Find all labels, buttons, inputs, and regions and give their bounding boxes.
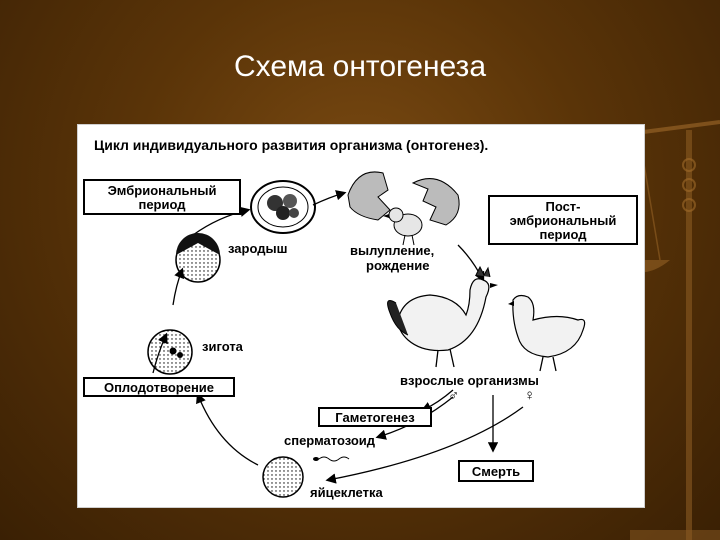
egg-cell-icon	[262, 456, 304, 498]
female-symbol-icon: ♀	[524, 387, 536, 404]
embryonic-period-box: Эмбриональный период	[83, 179, 241, 215]
ontogenesis-diagram-panel: Цикл индивидуального развития организма …	[77, 124, 645, 508]
death-box: Смерть	[458, 460, 534, 482]
label-hatching-line2: рождение	[366, 258, 430, 273]
gametogenesis-box: Гаметогенез	[318, 407, 432, 427]
label-egg-cell: яйцеклетка	[310, 485, 383, 500]
postembryonic-period-line1: Пост-	[545, 199, 581, 214]
fertilization-box: Оплодотворение	[83, 377, 235, 397]
postembryonic-period-box: Пост- эмбриональный период	[488, 195, 638, 245]
postembryonic-period-line2: эмбриональный	[509, 213, 617, 228]
embryonic-period-line2: период	[138, 197, 186, 212]
slide-title: Схема онтогенеза	[234, 50, 486, 83]
arrow-female-to-egg	[325, 406, 524, 484]
hatched-chick-icon	[347, 171, 460, 246]
embryonic-period-line1: Эмбриональный	[107, 183, 217, 198]
ontogenesis-cycle-diagram	[147, 171, 586, 498]
label-embryo: зародыш	[228, 241, 288, 256]
embryo-icon	[175, 233, 221, 283]
diagram-heading: Цикл индивидуального развития организма …	[94, 137, 489, 153]
postembryonic-period-line3: период	[539, 227, 587, 242]
rooster-icon	[387, 265, 498, 368]
label-hatching-line1: вылупление,	[350, 243, 435, 258]
egg-with-embryo-icon	[250, 180, 316, 234]
arrow-hatch-to-adults	[457, 244, 485, 283]
zygote-icon	[147, 329, 193, 375]
label-sperm: сперматозоид	[284, 433, 376, 448]
arrow-embryo-to-egg	[192, 206, 251, 236]
male-symbol-icon: ♂	[448, 387, 460, 404]
label-adult-organisms: взрослые организмы	[400, 373, 539, 388]
arrow-fertilization-lower	[196, 392, 259, 466]
arrow-zygote-to-embryo	[172, 267, 184, 306]
sperm-icon	[313, 456, 350, 462]
arrow-egg-to-hatch	[312, 190, 347, 206]
label-zygote: зигота	[202, 339, 243, 354]
hen-icon	[508, 294, 586, 372]
